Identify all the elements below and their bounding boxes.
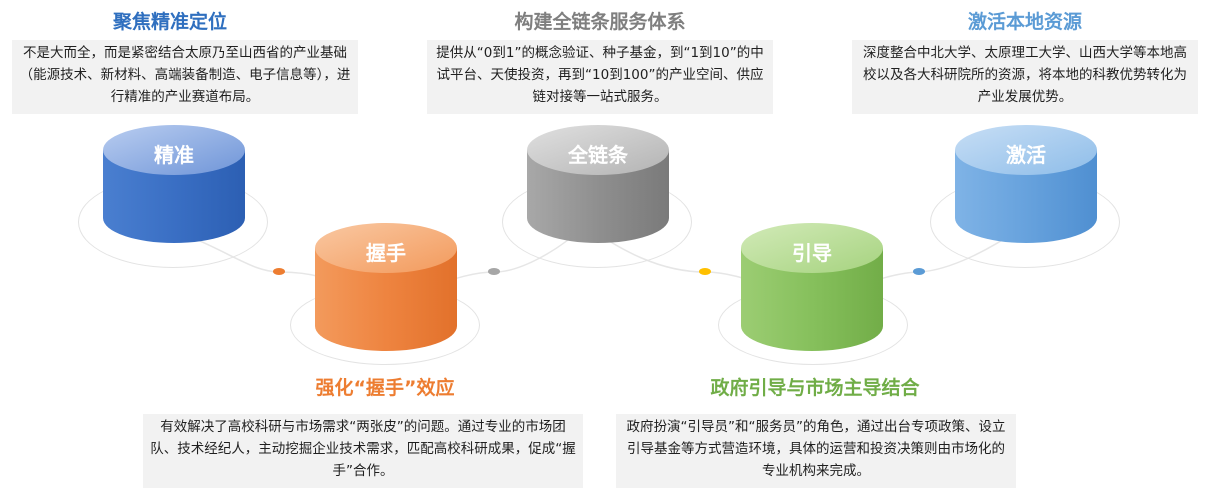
title-jihuo: 激活本地资源 [967, 11, 1082, 33]
desc-quanlian: 提供从“0到1”的概念验证、种子基金，到“1到10”的中试平台、天使投资，再到“… [427, 40, 773, 114]
connector-dot-orange [273, 268, 285, 275]
cylinder-label-jihuo: 激活 [1006, 143, 1046, 167]
cylinder-jingzhun [103, 125, 245, 243]
cylinder-jihuo [955, 125, 1097, 243]
title-yindao: 政府引导与市场主导结合 [710, 377, 920, 399]
title-jingzhun: 聚焦精准定位 [112, 11, 227, 33]
connector-dot-yellow [699, 268, 711, 275]
cylinder-label-yindao: 引导 [792, 241, 832, 265]
connector-dot-gray [488, 268, 500, 275]
desc-jingzhun: 不是大而全，而是紧密结合太原乃至山西省的产业基础（能源技术、新材料、高端装备制造… [12, 40, 358, 114]
desc-yindao: 政府扮演“引导员”和“服务员”的角色，通过出台专项政策、设立引导基金等方式营造环… [616, 414, 1016, 488]
title-quanlian: 构建全链条服务体系 [514, 11, 686, 33]
connector-dot-blue [913, 268, 925, 275]
cylinder-quanlian [527, 125, 669, 243]
cylinder-label-woshou: 握手 [366, 241, 406, 265]
desc-jihuo: 深度整合中北大学、太原理工大学、山西大学等本地高校以及各大科研院所的资源，将本地… [852, 40, 1198, 114]
cylinder-yindao [741, 223, 883, 351]
cylinder-label-jingzhun: 精准 [154, 143, 194, 167]
desc-woshou: 有效解决了高校科研与市场需求“两张皮”的问题。通过专业的市场团队、技术经纪人，主… [143, 414, 583, 488]
title-woshou: 强化“握手”效应 [315, 377, 455, 399]
cylinder-woshou [315, 223, 457, 351]
cylinder-label-quanlian: 全链条 [568, 143, 628, 167]
